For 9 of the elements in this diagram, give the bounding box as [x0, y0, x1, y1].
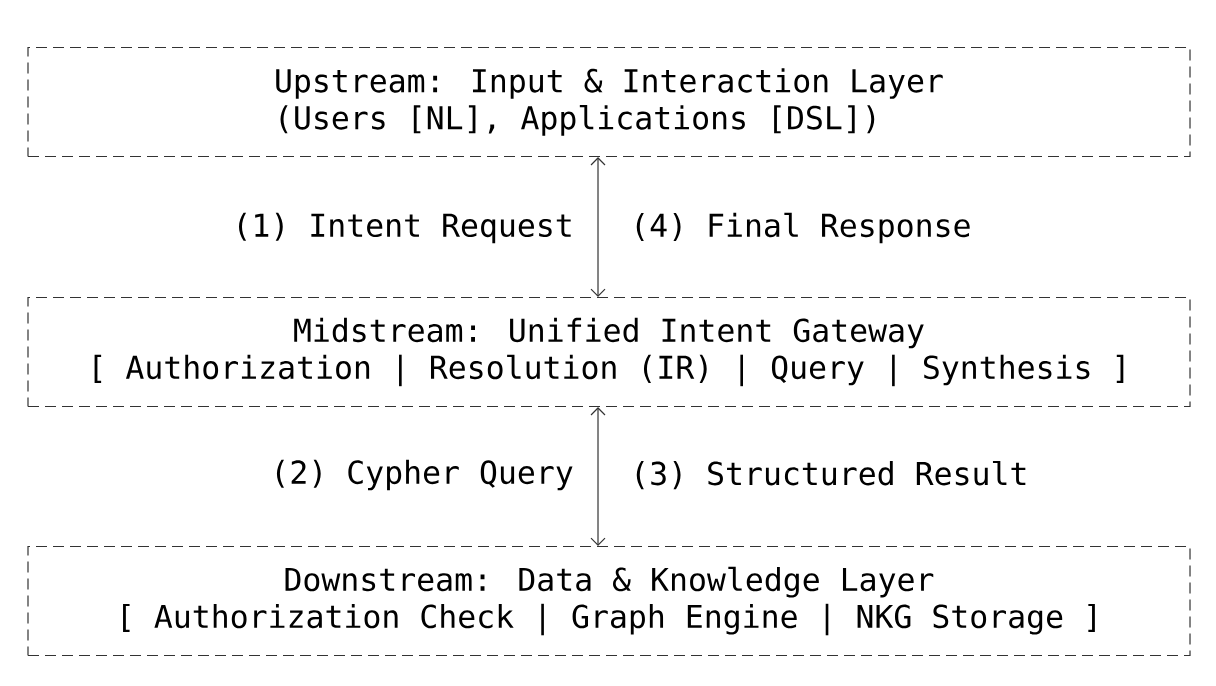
arrow [590, 407, 606, 546]
arrow [590, 157, 606, 297]
flow-label: (1) Intent Request [239, 212, 571, 244]
layer-box: Upstream: Input & Interaction Layer (Users [NL], Applications [DSL]) [27, 46, 1191, 158]
flow-label: (4) Final Response [636, 212, 970, 244]
flow-label: (2) Cypher Query [276, 459, 573, 491]
flow-label: (3) Structured Result [636, 460, 1026, 490]
layer-box: Downstream: Data & Knowledge Layer [ Authorization Check | Graph Engine | NKG Storage ] [27, 545, 1191, 657]
layer-box: Midstream: Unified Intent Gateway [ Authorization | Resolution (IR) | Query | Synthesis ] [27, 296, 1191, 408]
